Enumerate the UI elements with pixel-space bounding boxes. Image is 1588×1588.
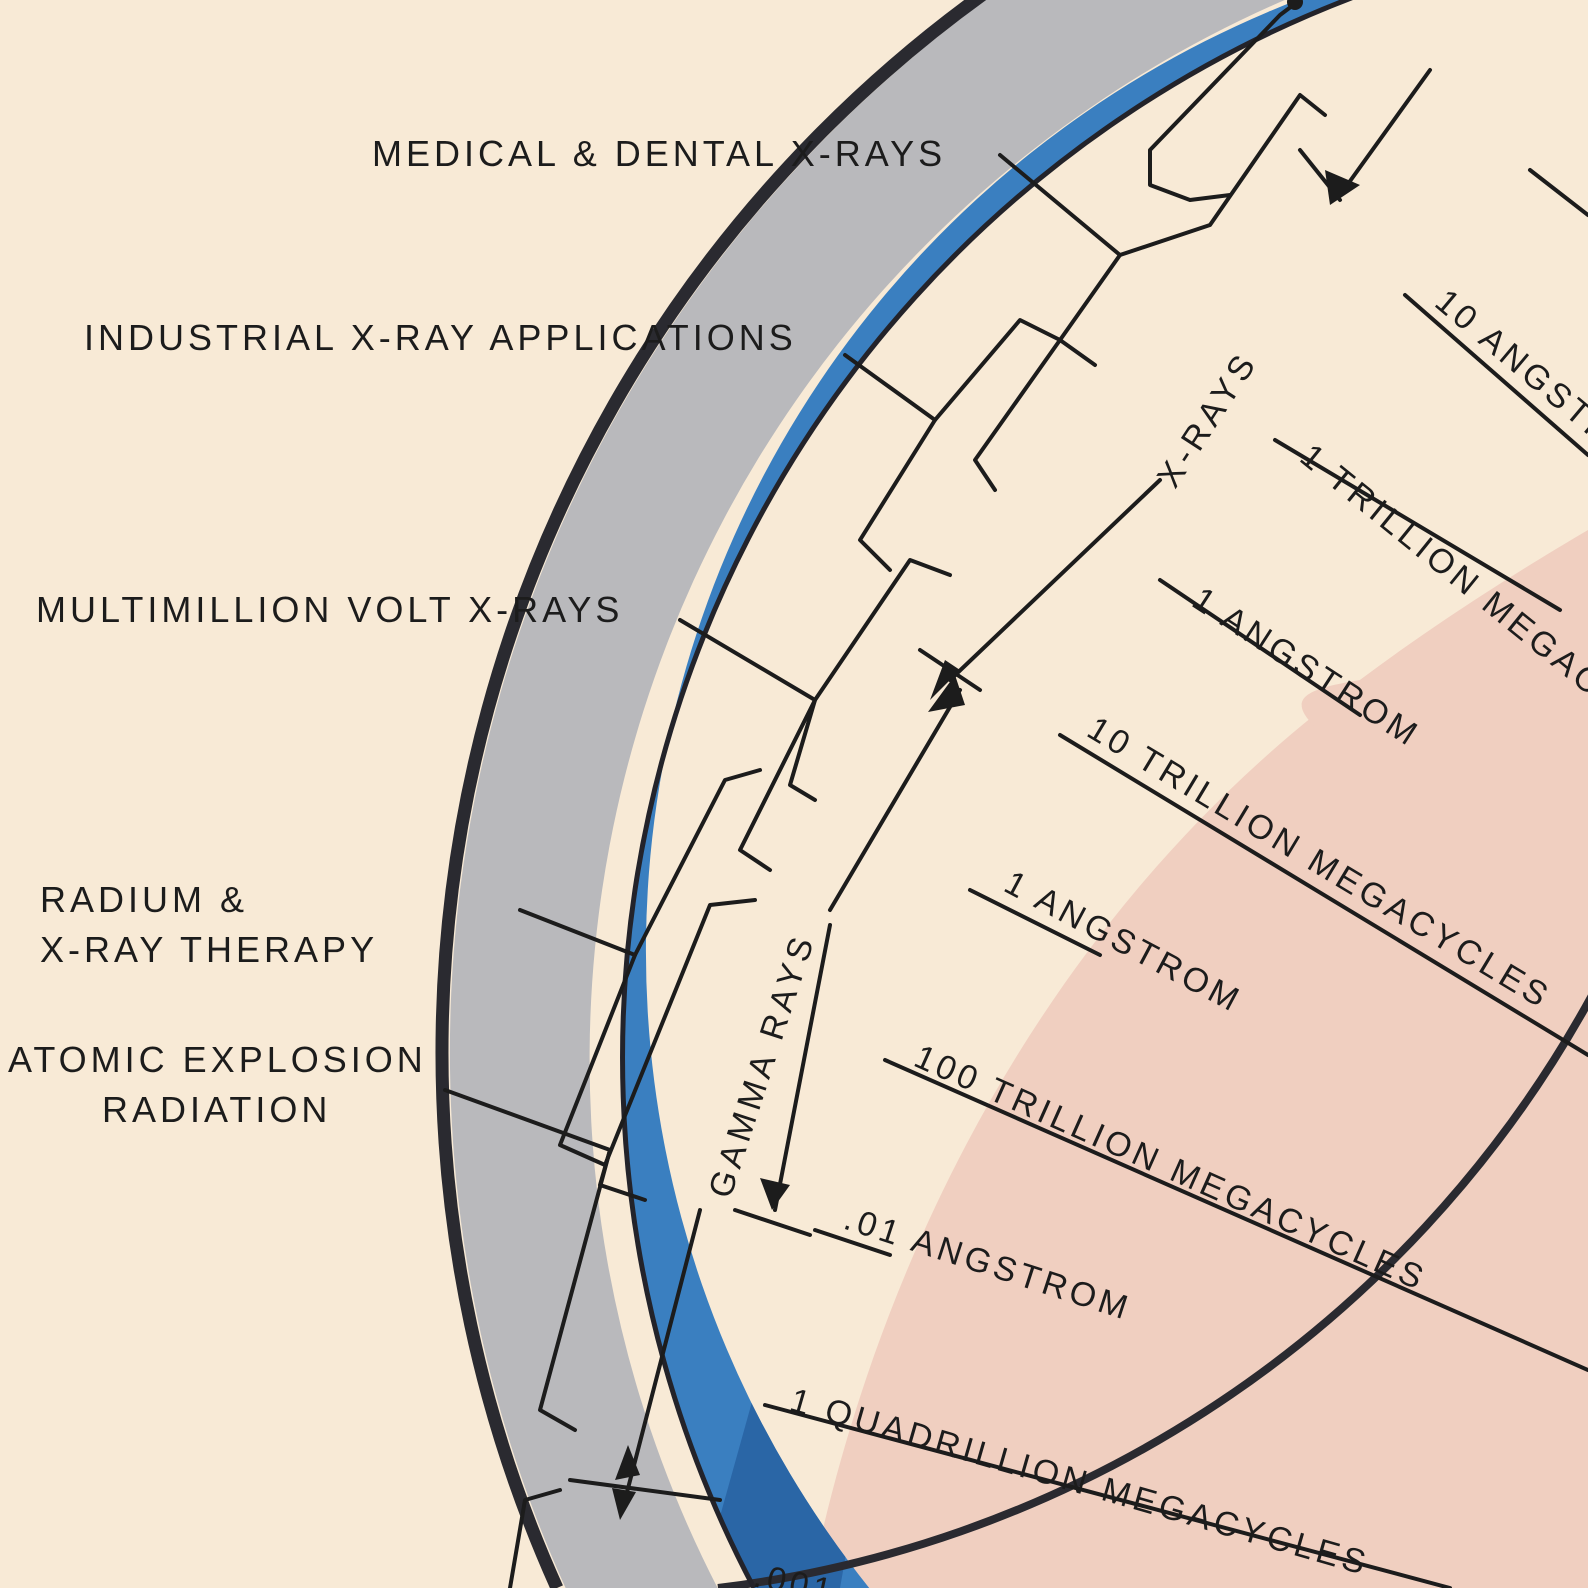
bracket-connector [973, 338, 1062, 492]
bracket-connector [508, 1488, 562, 1588]
bracket-connector [998, 93, 1327, 257]
bracket-connector [443, 1088, 612, 1432]
inner-border [717, 994, 1588, 1588]
bracket-knob [1287, 0, 1303, 10]
use-label-multimillion: MULTIMILLION VOLT X-RAYS [36, 589, 623, 630]
bracket-connector [518, 768, 762, 957]
bracket-connector [843, 353, 937, 572]
scale-divider [1058, 733, 1588, 1057]
bracket-connector [603, 898, 757, 1167]
scale-divider [1403, 293, 1588, 457]
scale-divider [763, 1403, 1452, 1588]
pink-inner-region [810, 530, 1588, 1588]
arrow-head [928, 675, 965, 712]
arrow-head [760, 1178, 790, 1210]
band-tick [568, 1478, 722, 1502]
arrow-head [1325, 170, 1360, 205]
xray-arrow-line-top [1338, 68, 1432, 197]
bracket-connector [1148, 0, 1302, 202]
bracket-connector [788, 698, 817, 802]
grey-band-ring [449, 0, 1285, 1588]
scale-divider [968, 888, 1102, 957]
arrow-head [930, 660, 960, 700]
outer-border [435, 0, 987, 1588]
use-label-radium-line2: X-RAY THERAPY [40, 929, 378, 970]
scale-divider [813, 1228, 892, 1257]
bracket-connector [598, 1148, 647, 1202]
scale-divider [883, 1058, 1588, 1372]
bracket-connector [738, 698, 817, 872]
pink-overlap [1301, 560, 1588, 740]
band-tick [733, 1208, 812, 1237]
gamma-arrow-line-top [828, 688, 962, 912]
blue-wavelength-ring [622, 0, 1347, 1588]
use-label-medical: MEDICAL & DENTAL X-RAYS [372, 133, 946, 174]
arrow-head [615, 1445, 640, 1480]
bracket-connector [558, 953, 637, 1167]
blue-outer-edge [620, 0, 1354, 1588]
use-label-atomic-line2: RADIATION [102, 1089, 331, 1130]
scale-divider [1528, 168, 1588, 217]
xray-arrow-line-bottom [948, 478, 1162, 682]
scale-divider [1273, 438, 1562, 612]
scale-divider [1158, 578, 1362, 717]
use-label-radium-line1: RADIUM & [40, 879, 248, 920]
use-label-industrial: INDUSTRIAL X-RAY APPLICATIONS [84, 317, 797, 358]
bracket-connector [678, 558, 952, 702]
arrow-head [612, 1488, 636, 1520]
use-label-atomic-line1: ATOMIC EXPLOSION [8, 1039, 427, 1080]
gamma-arrow-line [773, 923, 832, 1212]
gamma-arrow-line-bottom [623, 1208, 702, 1502]
bracket-connector [933, 318, 1062, 422]
